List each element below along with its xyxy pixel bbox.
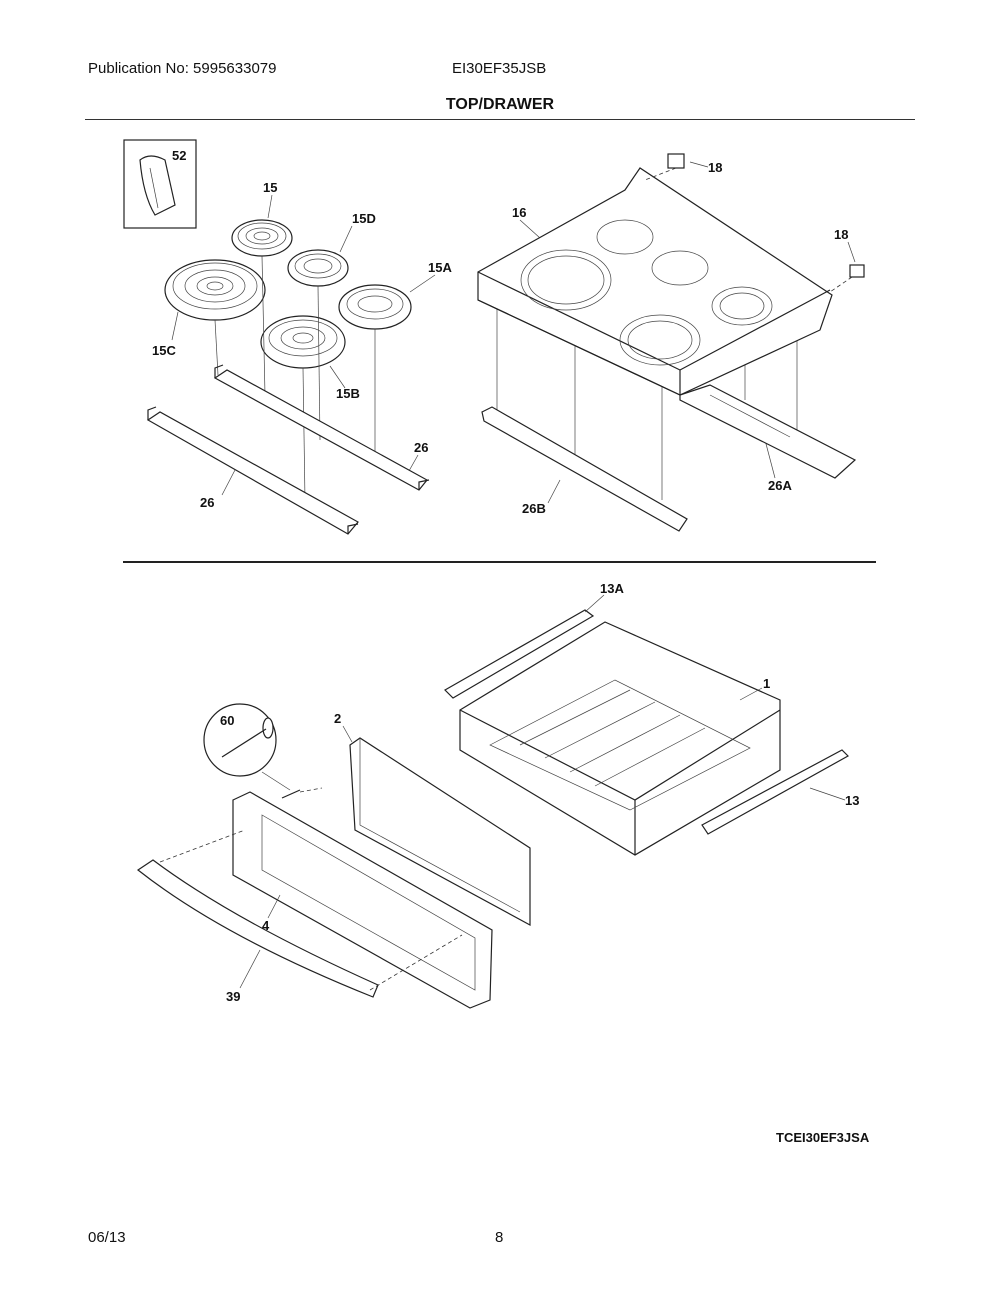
- diagram-code: TCEI30EF3JSA: [776, 1130, 870, 1145]
- publication-number: Publication No: 5995633079: [88, 60, 277, 77]
- callout-15C: 15C: [152, 343, 176, 358]
- page-title: TOP/DRAWER: [445, 96, 555, 113]
- callout-39: 39: [226, 989, 240, 1004]
- header-divider: [85, 119, 915, 120]
- callout-15B: 15B: [336, 386, 360, 401]
- callout-60: 60: [220, 713, 234, 728]
- screw-60-inset: [203, 703, 323, 799]
- drawer-body-1: [459, 621, 781, 856]
- callout-18-rear: 18: [708, 160, 722, 175]
- callout-13: 13: [845, 793, 859, 808]
- footer-date: 06/13: [88, 1229, 126, 1246]
- surface-element-15D: [287, 249, 349, 287]
- callout-18-side: 18: [834, 227, 848, 242]
- callout-52: 52: [172, 148, 186, 163]
- handle-39: [136, 829, 463, 998]
- surface-element-15B: [260, 315, 346, 369]
- callout-26-rear: 26: [414, 440, 428, 455]
- bracket-26-rear: [213, 364, 430, 491]
- surface-element-15A: [338, 284, 412, 330]
- model-number: EI30EF35JSB: [452, 60, 547, 77]
- slide-rail-13A: [444, 609, 595, 699]
- callout-13A: 13A: [600, 581, 624, 596]
- trim-26B: [481, 406, 688, 532]
- callout-26-front: 26: [200, 495, 214, 510]
- surface-element-15C: [164, 259, 266, 321]
- callout-4: 4: [262, 918, 270, 933]
- drawer-leaders: [239, 594, 846, 989]
- page-number: 8: [495, 1229, 504, 1246]
- callout-26A: 26A: [768, 478, 792, 493]
- slide-rail-13: [701, 749, 849, 835]
- callout-2: 2: [334, 711, 341, 726]
- part-52-knob-inset: [123, 139, 197, 229]
- callout-15A: 15A: [428, 260, 452, 275]
- callout-15: 15: [263, 180, 277, 195]
- clip-18: [644, 153, 865, 293]
- bracket-26A: [679, 384, 857, 479]
- surface-element-15: [231, 219, 293, 257]
- bracket-26-front: [146, 406, 359, 535]
- glass-cooktop-16: [477, 167, 833, 396]
- drawer-front-4: [232, 791, 493, 1009]
- callout-26B: 26B: [522, 501, 546, 516]
- drawer-panel-2: [349, 737, 531, 927]
- callout-1: 1: [763, 676, 770, 691]
- callout-16: 16: [512, 205, 526, 220]
- callout-15D: 15D: [352, 211, 376, 226]
